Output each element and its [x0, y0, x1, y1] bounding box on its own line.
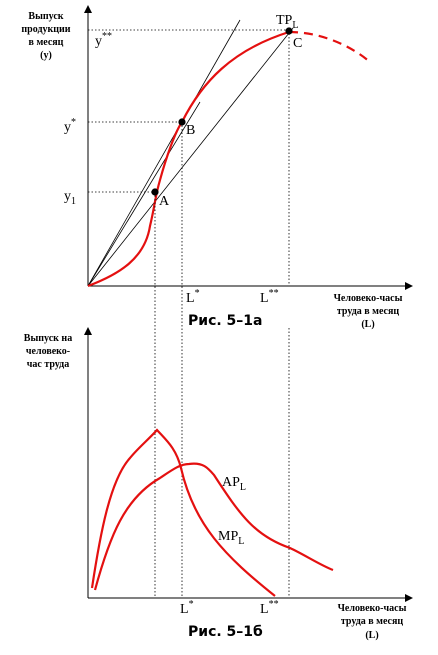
svg-text:продукции: продукции: [21, 24, 70, 35]
svg-text:Выпуск на: Выпуск на: [24, 333, 72, 344]
bottom-caption: Рис. 5–1б: [188, 624, 263, 640]
point-c-dot: [285, 27, 293, 35]
point-a-label: A: [159, 194, 170, 209]
bottom-x-axis-title: Человеко-часы труда в месяц (L): [338, 603, 407, 641]
svg-text:в месяц: в месяц: [29, 37, 64, 48]
top-x-axis-title: Человеко-часы труда в месяц (L): [334, 293, 403, 330]
ap-curve-label: APL: [222, 475, 246, 493]
ray-through-c: [87, 27, 294, 287]
mp-curve: [90, 428, 276, 597]
svg-text:(у): (у): [40, 50, 52, 61]
top-caption: Рис. 5–1а: [188, 313, 263, 329]
bottom-l-star-star-label: L**: [260, 599, 279, 617]
svg-text:час труда: час труда: [27, 359, 69, 370]
y-one-label: у1: [64, 189, 76, 207]
top-l-star-label: L*: [186, 288, 200, 306]
svg-text:Человеко-часы: Человеко-часы: [334, 293, 403, 304]
y-star-label: у*: [64, 117, 76, 135]
svg-text:(L): (L): [361, 319, 374, 330]
bottom-y-axis-title: Выпуск на человеко- час труда: [24, 333, 72, 370]
tp-curve-dashed: [288, 30, 371, 63]
ap-curve: [93, 462, 334, 591]
bottom-l-star-label: L*: [180, 599, 194, 617]
svg-text:(L): (L): [365, 630, 378, 641]
tangent-ray: [87, 19, 241, 287]
svg-text:труда в месяц: труда в месяц: [337, 306, 400, 317]
svg-text:труда в месяц: труда в месяц: [341, 616, 404, 627]
bottom-chart: APL MPL L* L** Выпуск на человеко- час т…: [24, 327, 413, 641]
mp-curve-label: MPL: [218, 529, 244, 547]
point-c-label: C: [293, 36, 302, 51]
ray-through-a: [87, 101, 201, 287]
tp-curve: [87, 30, 290, 288]
top-chart: A B C TPL у** у* у1 L* L** Выпуск продук…: [21, 5, 413, 330]
svg-text:Выпуск: Выпуск: [28, 11, 63, 22]
top-y-axis-title: Выпуск продукции в месяц (у): [21, 11, 70, 61]
tp-curve-label: TPL: [276, 13, 298, 31]
svg-text:человеко-: человеко-: [26, 346, 70, 357]
top-l-star-star-label: L**: [260, 288, 279, 306]
point-b-label: B: [186, 123, 195, 138]
svg-text:Человеко-часы: Человеко-часы: [338, 603, 407, 614]
y-star-star-label: у**: [95, 31, 112, 49]
